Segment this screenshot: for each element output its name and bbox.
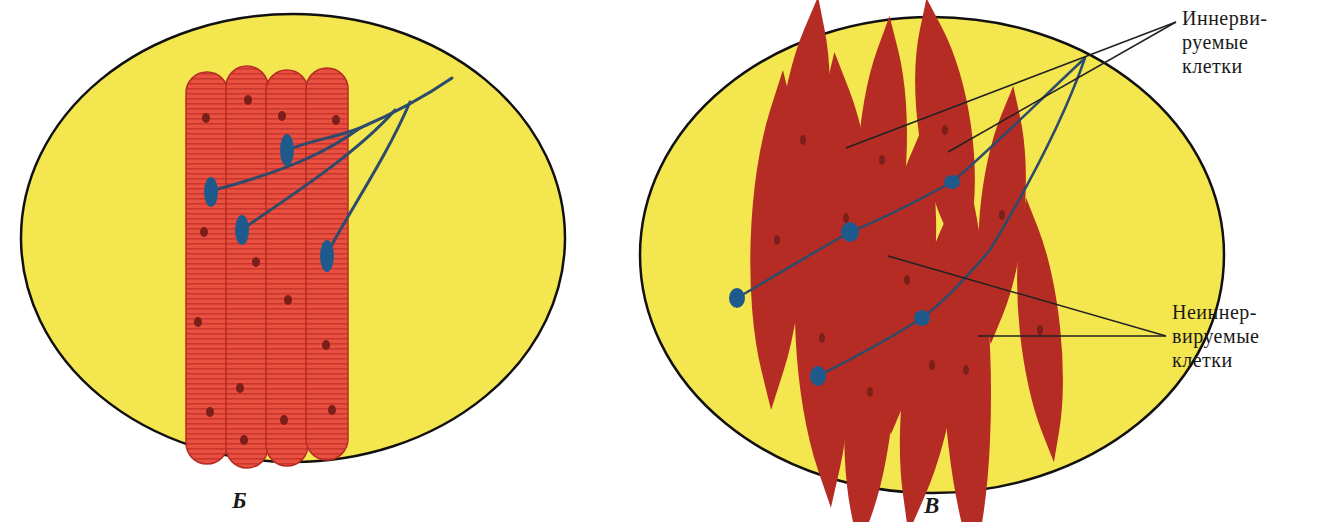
callout-label: Неиннер- вируемые клетки xyxy=(1172,300,1284,372)
leader-lines xyxy=(846,22,1176,336)
striated-fibers xyxy=(186,66,348,468)
fiber-nuclei xyxy=(194,95,340,445)
panel-letter: В xyxy=(924,494,939,517)
motor-endplates xyxy=(204,134,334,272)
nerve-varicosities xyxy=(729,175,960,386)
motor-nerve xyxy=(214,78,452,252)
autonomic-nerve xyxy=(737,58,1085,376)
cell-nuclei xyxy=(774,125,1043,397)
smooth-muscle-cells xyxy=(763,57,1056,478)
field-circle xyxy=(640,17,1224,493)
panel-letter: Б xyxy=(232,489,247,512)
callout-label: Иннерви- руемые клетки xyxy=(1182,6,1294,78)
